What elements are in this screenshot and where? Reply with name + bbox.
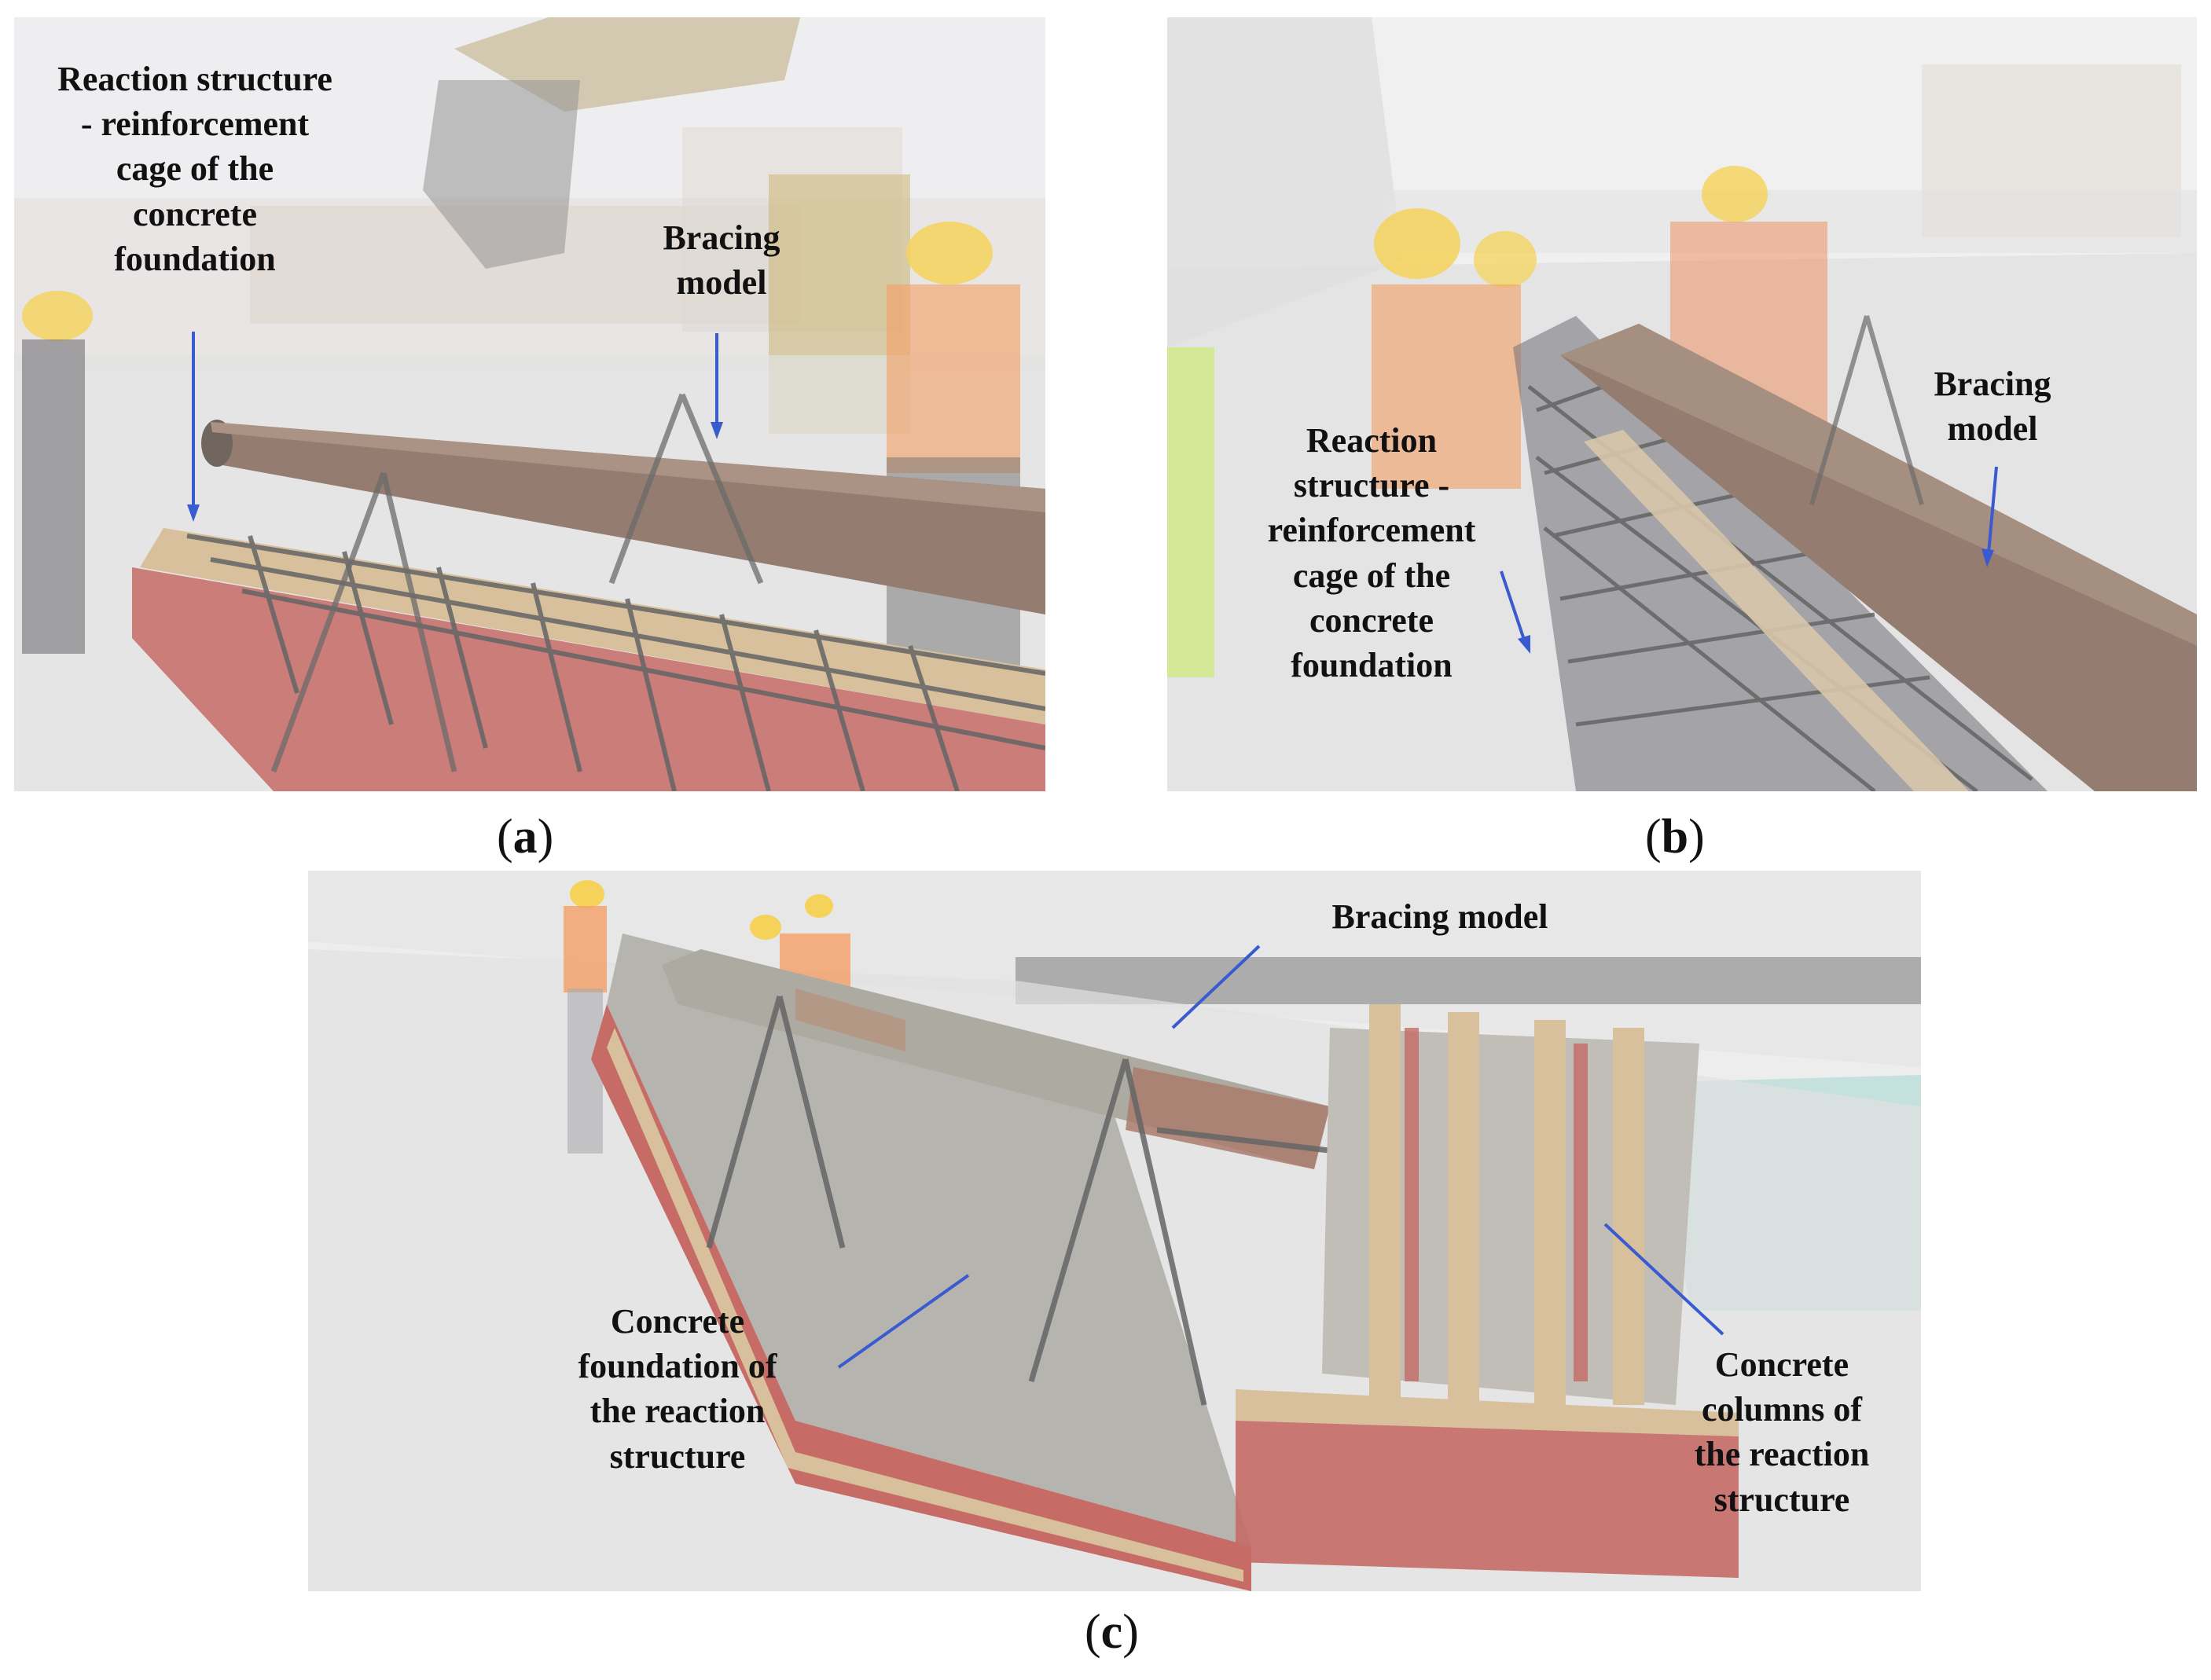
caption-paren: ) bbox=[1688, 810, 1705, 864]
photo-panel-a: Reaction structure - reinforcement cage … bbox=[14, 17, 1045, 791]
label-line: structure bbox=[1713, 1480, 1850, 1519]
caption-letter: b bbox=[1661, 810, 1689, 864]
label-line: Reaction structure bbox=[57, 60, 332, 98]
panel-b-photo bbox=[1167, 17, 2197, 791]
label-line: structure - bbox=[1293, 466, 1450, 505]
caption-c: (c) bbox=[1085, 1605, 1139, 1660]
label-bracing-model-b-text: Bracing model bbox=[1914, 361, 2071, 451]
panel-c-photo bbox=[308, 871, 1921, 1591]
label-line: the reaction bbox=[589, 1392, 766, 1431]
label-line: Bracing model bbox=[1331, 897, 1548, 936]
label-reaction-structure-b: Reaction structure - reinforcement cage … bbox=[1230, 418, 1513, 688]
label-line: reinforcement bbox=[1267, 511, 1476, 550]
label-line: Reaction bbox=[1306, 421, 1438, 460]
label-concrete-foundation-c: Concrete foundation of the reaction stru… bbox=[532, 1299, 823, 1479]
label-line: Concrete bbox=[610, 1302, 745, 1341]
label-line: cage of the bbox=[116, 149, 274, 189]
label-line: concrete bbox=[1309, 600, 1434, 640]
label-bracing-model-a: Bracing model bbox=[635, 215, 808, 305]
label-line: cage of the bbox=[1292, 556, 1451, 595]
caption-letter: a bbox=[512, 810, 538, 864]
caption-b: (b) bbox=[1645, 809, 1705, 865]
photo-panel-c: Bracing model Concrete foundation of the… bbox=[308, 871, 1921, 1591]
label-line: model bbox=[676, 263, 767, 303]
label-line: concrete bbox=[133, 194, 257, 233]
label-reaction-structure-a: Reaction structure - reinforcement cage … bbox=[14, 57, 376, 281]
label-concrete-columns-c: Concrete columns of the reaction structu… bbox=[1652, 1342, 1912, 1522]
caption-paren: ( bbox=[1085, 1605, 1101, 1659]
caption-paren: ) bbox=[1122, 1605, 1139, 1659]
caption-paren: ) bbox=[537, 810, 554, 864]
caption-a: (a) bbox=[497, 809, 553, 865]
label-line: structure bbox=[609, 1436, 746, 1476]
label-line: model bbox=[1947, 409, 2038, 449]
label-bracing-model-c: Bracing model bbox=[1275, 894, 1605, 939]
caption-paren: ( bbox=[1645, 810, 1662, 864]
label-line: the reaction bbox=[1694, 1435, 1870, 1474]
label-line: foundation bbox=[1291, 645, 1453, 684]
caption-paren: ( bbox=[497, 810, 513, 864]
label-line: foundation bbox=[114, 239, 276, 278]
label-line: - reinforcement bbox=[80, 105, 310, 144]
label-line: Concrete bbox=[1714, 1345, 1849, 1384]
label-line: columns of bbox=[1701, 1390, 1863, 1429]
label-line: Bracing bbox=[1934, 365, 2051, 403]
photo-panel-b: Bracing model Reaction structure - reinf… bbox=[1167, 17, 2197, 791]
panel-a-photo bbox=[14, 17, 1045, 791]
label-line: foundation of bbox=[578, 1347, 777, 1386]
label-line: Bracing bbox=[663, 218, 780, 257]
caption-letter: c bbox=[1100, 1605, 1123, 1659]
